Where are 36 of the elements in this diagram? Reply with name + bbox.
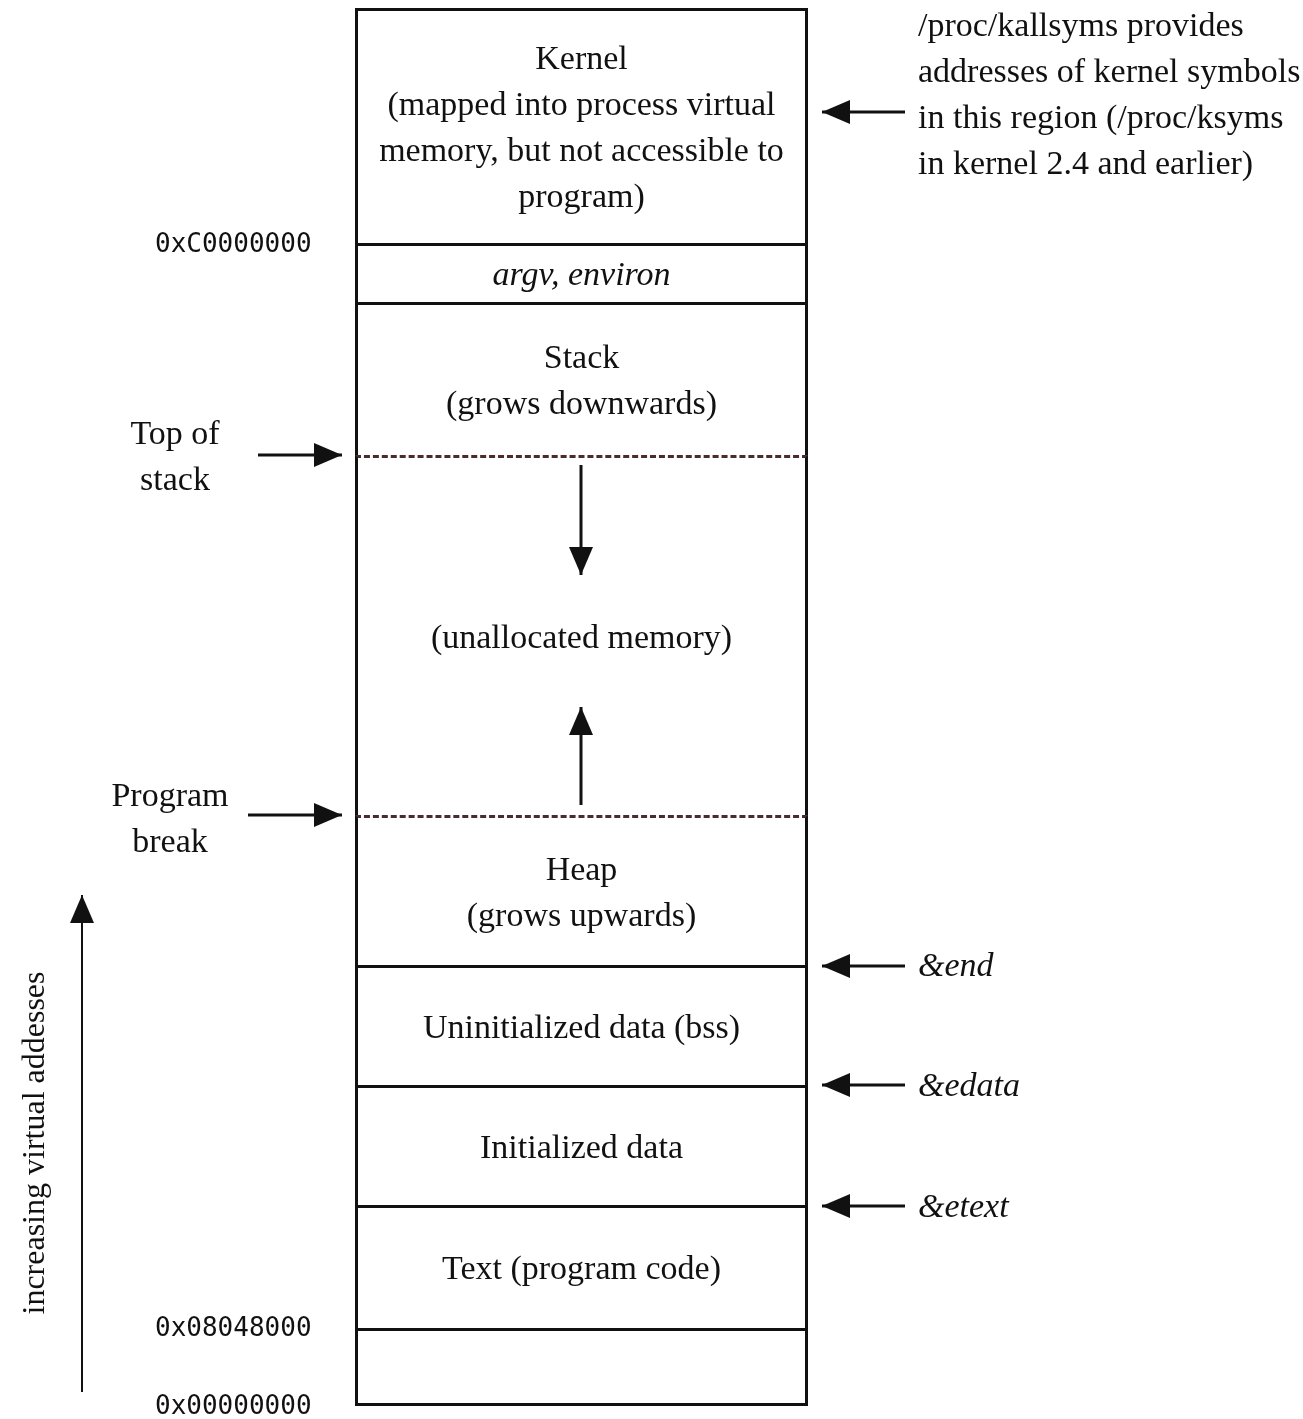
segment-label: Text (program code) (442, 1248, 721, 1288)
address-label: 0xC0000000 (155, 228, 312, 258)
memory-segment (355, 815, 808, 965)
segment-label: Heap (545, 848, 618, 889)
memory-segment (355, 455, 808, 815)
empty-segment (355, 1328, 808, 1406)
segment-label: Kernel (535, 38, 628, 78)
axis-label: increasing virtual addesses (14, 970, 52, 1317)
memory-segment (355, 302, 808, 455)
segment-label: (grows downwards) (446, 383, 717, 423)
arrow (822, 100, 905, 124)
symbol-label: &edata (918, 1062, 1068, 1108)
segment-label: Uninitialized data (bss) (422, 1006, 741, 1047)
memory-segment (355, 965, 808, 1085)
segment-label: Initialized data (480, 1126, 683, 1167)
address-label: 0x00000000 (155, 1390, 312, 1419)
segment-label: Stack (543, 337, 620, 377)
memory-segment (355, 8, 808, 243)
address-label: 0x08048000 (155, 1312, 312, 1342)
segment-label: (grows upwards) (466, 894, 697, 935)
symbol-label: &end (918, 942, 1068, 988)
segment-label: (mapped into process virtual memory, but not accessible to program) (378, 84, 785, 216)
arrow (258, 443, 342, 467)
annotation-text: /proc/kallsyms provides addresses of kernel symbols in this region (/proc/ksyms in kernel 2.4 and earlier) (918, 2, 1303, 186)
arrow (822, 954, 905, 978)
memory-segment (355, 1205, 808, 1328)
arrow (822, 1073, 905, 1097)
pointer-label: Top of stack (95, 410, 255, 502)
symbol-label: &etext (918, 1183, 1068, 1229)
segment-label: argv, environ (492, 254, 671, 294)
memory-segment (355, 243, 808, 302)
arrow (822, 1194, 905, 1218)
segment-label: (unallocated memory) (430, 616, 733, 657)
pointer-label: Program break (95, 772, 245, 864)
arrow (248, 803, 342, 827)
memory-segment (355, 1085, 808, 1205)
